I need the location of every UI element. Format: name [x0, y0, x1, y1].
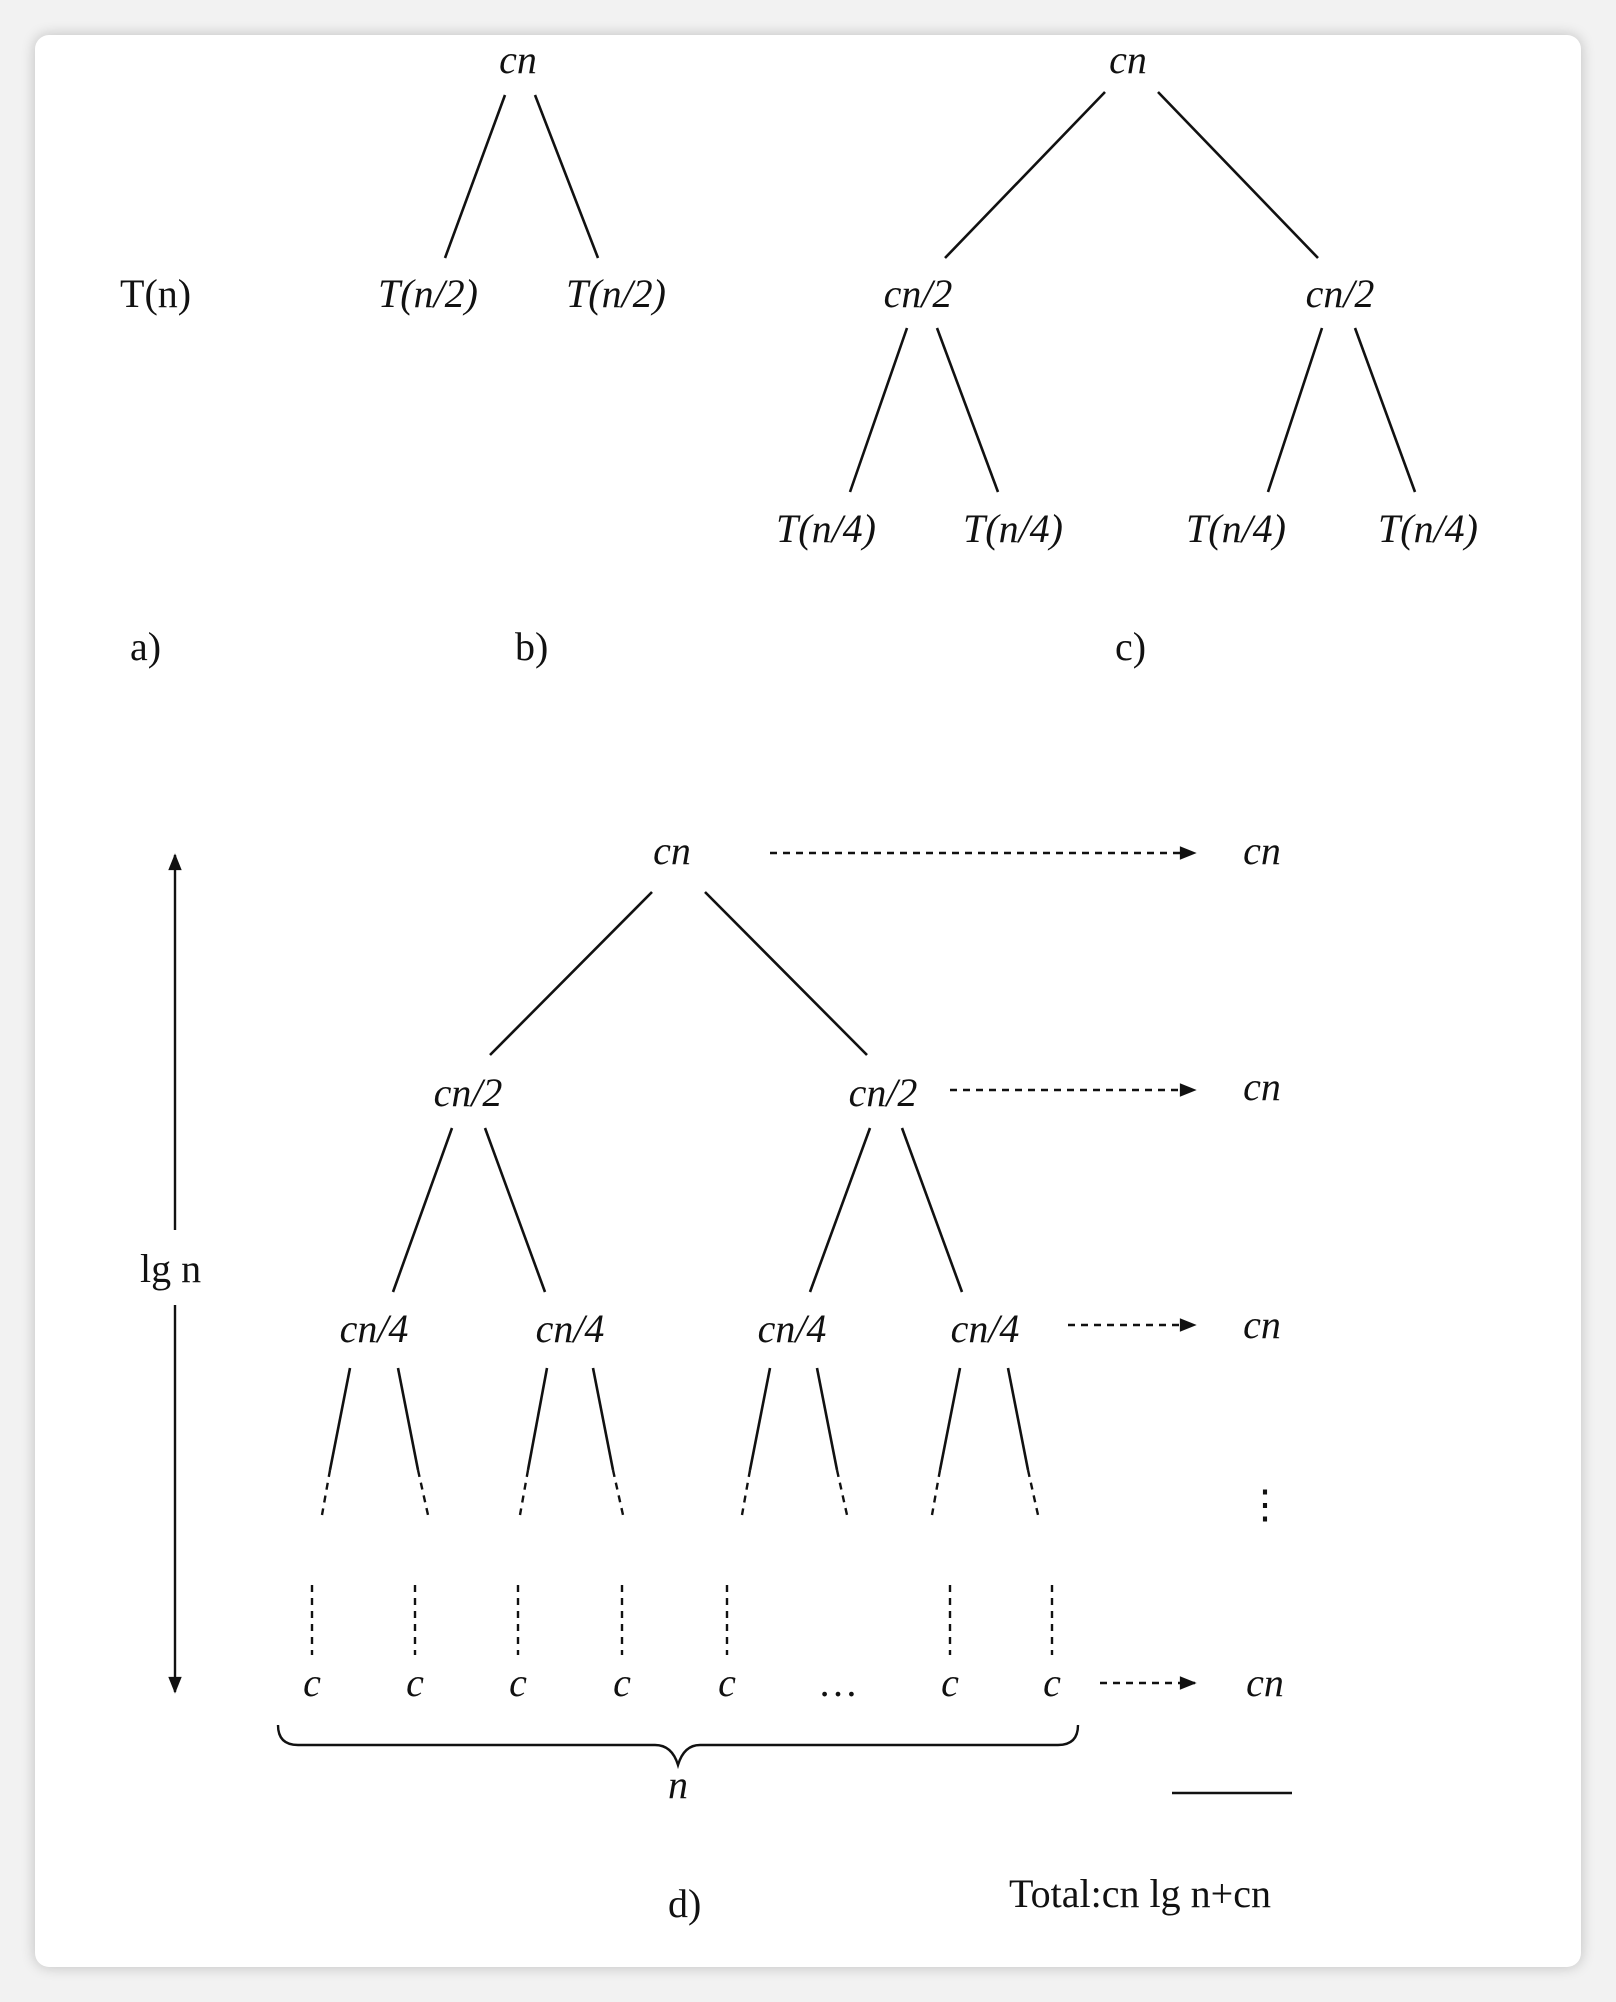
tree-edge	[944, 91, 1106, 259]
panel-c-level2-1: T(n/4)	[776, 506, 876, 551]
tree-edge-dotted	[611, 1469, 625, 1516]
tree-edge	[1006, 1367, 1030, 1471]
figure-card	[35, 35, 1581, 1967]
panel-b-root: cn	[499, 37, 537, 82]
total-label-lg: lg	[1140, 1871, 1191, 1916]
level-cost: cn	[1243, 828, 1281, 873]
leaf-node: c	[303, 1660, 321, 1705]
panel-c: cn cn/2 cn/2 T(n/4) T(n/4) T(n/4) T(n/4)…	[776, 37, 1478, 669]
tree-edge-dotted	[518, 1469, 530, 1516]
tree-edge	[591, 1367, 615, 1471]
level-cost: cn	[1243, 1064, 1281, 1109]
leaf-node: c	[941, 1660, 959, 1705]
tree-edge	[748, 1367, 772, 1471]
tree-edge	[443, 94, 507, 259]
leaf-count-label: n	[668, 1762, 688, 1807]
panel-d-root: cn	[653, 828, 691, 873]
panel-c-level2-2: T(n/4)	[963, 506, 1063, 551]
total-label-cn2: cn	[1233, 1871, 1271, 1916]
level-cost: cn	[1243, 1302, 1281, 1347]
tree-edge-dotted	[1026, 1469, 1040, 1516]
panel-c-level1-left: cn/2	[884, 271, 953, 316]
panel-d: lg n cn cn/2 c	[140, 828, 1292, 1926]
tree-edge	[848, 327, 909, 493]
total-label: Total:cn lg n+cn	[1009, 1871, 1271, 1916]
panel-c-level2-4: T(n/4)	[1378, 506, 1478, 551]
panel-c-label: c)	[1115, 624, 1146, 669]
tree-edge	[396, 1367, 420, 1471]
total-label-cn1: cn	[1102, 1871, 1140, 1916]
leaf-node: c	[613, 1660, 631, 1705]
level-cost-ellipsis: ⋮	[1245, 1482, 1285, 1527]
tree-edge	[808, 1127, 872, 1293]
leaf-node: c	[509, 1660, 527, 1705]
panel-d-level1-left: cn/2	[434, 1070, 503, 1115]
level-cost: cn	[1246, 1660, 1284, 1705]
tree-edge-dotted	[416, 1469, 430, 1516]
panel-d-level2-3: cn/4	[758, 1306, 827, 1351]
total-label-prefix: Total:	[1009, 1871, 1102, 1916]
panel-d-label: d)	[668, 1881, 701, 1926]
panel-a-root: T(n)	[120, 271, 191, 316]
tree-edge	[1266, 327, 1324, 493]
panel-c-root: cn	[1109, 37, 1147, 82]
panel-b: cn T(n/2) T(n/2) b)	[378, 37, 666, 669]
tree-edge	[328, 1367, 352, 1471]
leaf-node: c	[406, 1660, 424, 1705]
tree-edge	[935, 327, 1000, 493]
panel-d-level1-right: cn/2	[849, 1070, 918, 1115]
tree-edge	[391, 1127, 454, 1293]
panel-c-level2-3: T(n/4)	[1186, 506, 1286, 551]
tree-edge	[489, 891, 653, 1056]
tree-edge	[483, 1127, 547, 1293]
leaf-node: c	[718, 1660, 736, 1705]
tree-edge	[900, 1127, 964, 1293]
tree-edge	[533, 94, 600, 259]
tree-edge	[1157, 91, 1319, 259]
panel-d-level2-1: cn/4	[340, 1306, 409, 1351]
panel-a-label: a)	[130, 624, 161, 669]
tree-edge-dotted	[320, 1469, 332, 1516]
tree-edge	[526, 1367, 549, 1471]
tree-edge	[1353, 327, 1417, 493]
leaf-ellipsis: …	[818, 1660, 858, 1705]
tree-edge	[815, 1367, 839, 1471]
panel-b-child-right: T(n/2)	[566, 271, 666, 316]
panel-d-level2-2: cn/4	[536, 1306, 605, 1351]
tree-edge-dotted	[930, 1469, 942, 1516]
panel-b-label: b)	[515, 624, 548, 669]
total-label-n: n	[1191, 1871, 1211, 1916]
panel-a: T(n) a)	[120, 271, 191, 669]
leaf-brace	[276, 1724, 1080, 1770]
panel-b-child-left: T(n/2)	[378, 271, 478, 316]
tree-edge	[938, 1367, 962, 1471]
tree-edge-dotted	[740, 1469, 752, 1516]
panel-c-level1-right: cn/2	[1306, 271, 1375, 316]
total-label-plus: +	[1211, 1871, 1234, 1916]
height-label-n: n	[181, 1246, 201, 1291]
leaf-node: c	[1043, 1660, 1061, 1705]
panel-d-level2-4: cn/4	[951, 1306, 1020, 1351]
height-label: lg n	[140, 1246, 201, 1291]
tree-edge-dotted	[835, 1469, 849, 1516]
tree-edge	[704, 891, 868, 1056]
height-label-lg: lg	[140, 1246, 181, 1291]
